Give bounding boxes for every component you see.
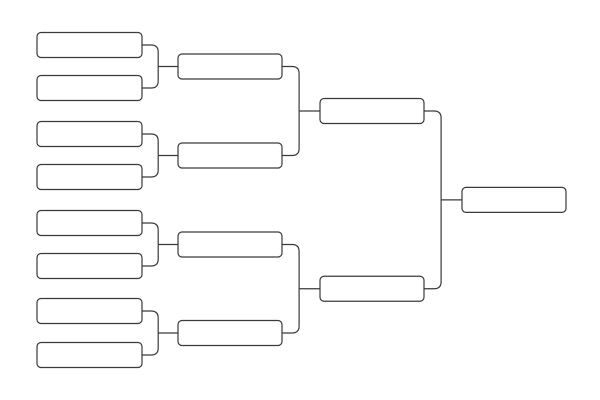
bracket-slot-box[interactable] — [177, 231, 283, 258]
bracket-slot-box[interactable] — [177, 142, 283, 169]
bracket-slot-r1-7[interactable] — [36, 297, 143, 325]
bracket-connector-r2-1 — [282, 65, 320, 157]
bracket-connector-r1-2 — [142, 133, 178, 178]
bracket-slot-box[interactable] — [36, 252, 143, 280]
bracket-slot-box[interactable] — [36, 297, 143, 325]
bracket-slot-box[interactable] — [36, 31, 143, 59]
bracket-slot-box[interactable] — [36, 120, 143, 148]
bracket-connector-r1-1 — [142, 44, 178, 89]
bracket-slots — [36, 31, 567, 369]
bracket-slot-box[interactable] — [36, 163, 143, 191]
bracket-slot-box[interactable] — [319, 97, 425, 125]
bracket-connector-r3-1 — [424, 110, 462, 290]
bracket-slot-r3-1[interactable] — [319, 97, 425, 125]
bracket-slot-r1-1[interactable] — [36, 31, 143, 59]
bracket-slot-box[interactable] — [36, 74, 143, 102]
bracket-slot-r1-8[interactable] — [36, 341, 143, 369]
bracket-slot-r2-4[interactable] — [177, 319, 283, 347]
bracket-slot-box[interactable] — [177, 53, 283, 80]
bracket-slot-box[interactable] — [36, 209, 143, 237]
bracket-slot-r4-1[interactable] — [461, 186, 567, 213]
bracket-slot-r1-6[interactable] — [36, 252, 143, 280]
bracket-slot-r1-2[interactable] — [36, 74, 143, 102]
bracket-connector-r2-2 — [282, 243, 320, 334]
bracket-slot-r2-1[interactable] — [177, 53, 283, 80]
bracket-slot-box[interactable] — [36, 341, 143, 369]
bracket-slot-r1-4[interactable] — [36, 163, 143, 191]
bracket-connectors — [142, 44, 462, 356]
bracket-slot-r3-2[interactable] — [319, 275, 425, 302]
bracket-slot-box[interactable] — [461, 186, 567, 213]
bracket-slot-r2-3[interactable] — [177, 231, 283, 258]
bracket-slot-box[interactable] — [177, 319, 283, 347]
bracket-slot-r1-3[interactable] — [36, 120, 143, 148]
bracket-connector-r1-3 — [142, 222, 178, 267]
bracket-slot-r2-2[interactable] — [177, 142, 283, 169]
bracket-connector-r1-4 — [142, 310, 178, 356]
bracket-slot-box[interactable] — [319, 275, 425, 302]
bracket-slot-r1-5[interactable] — [36, 209, 143, 237]
